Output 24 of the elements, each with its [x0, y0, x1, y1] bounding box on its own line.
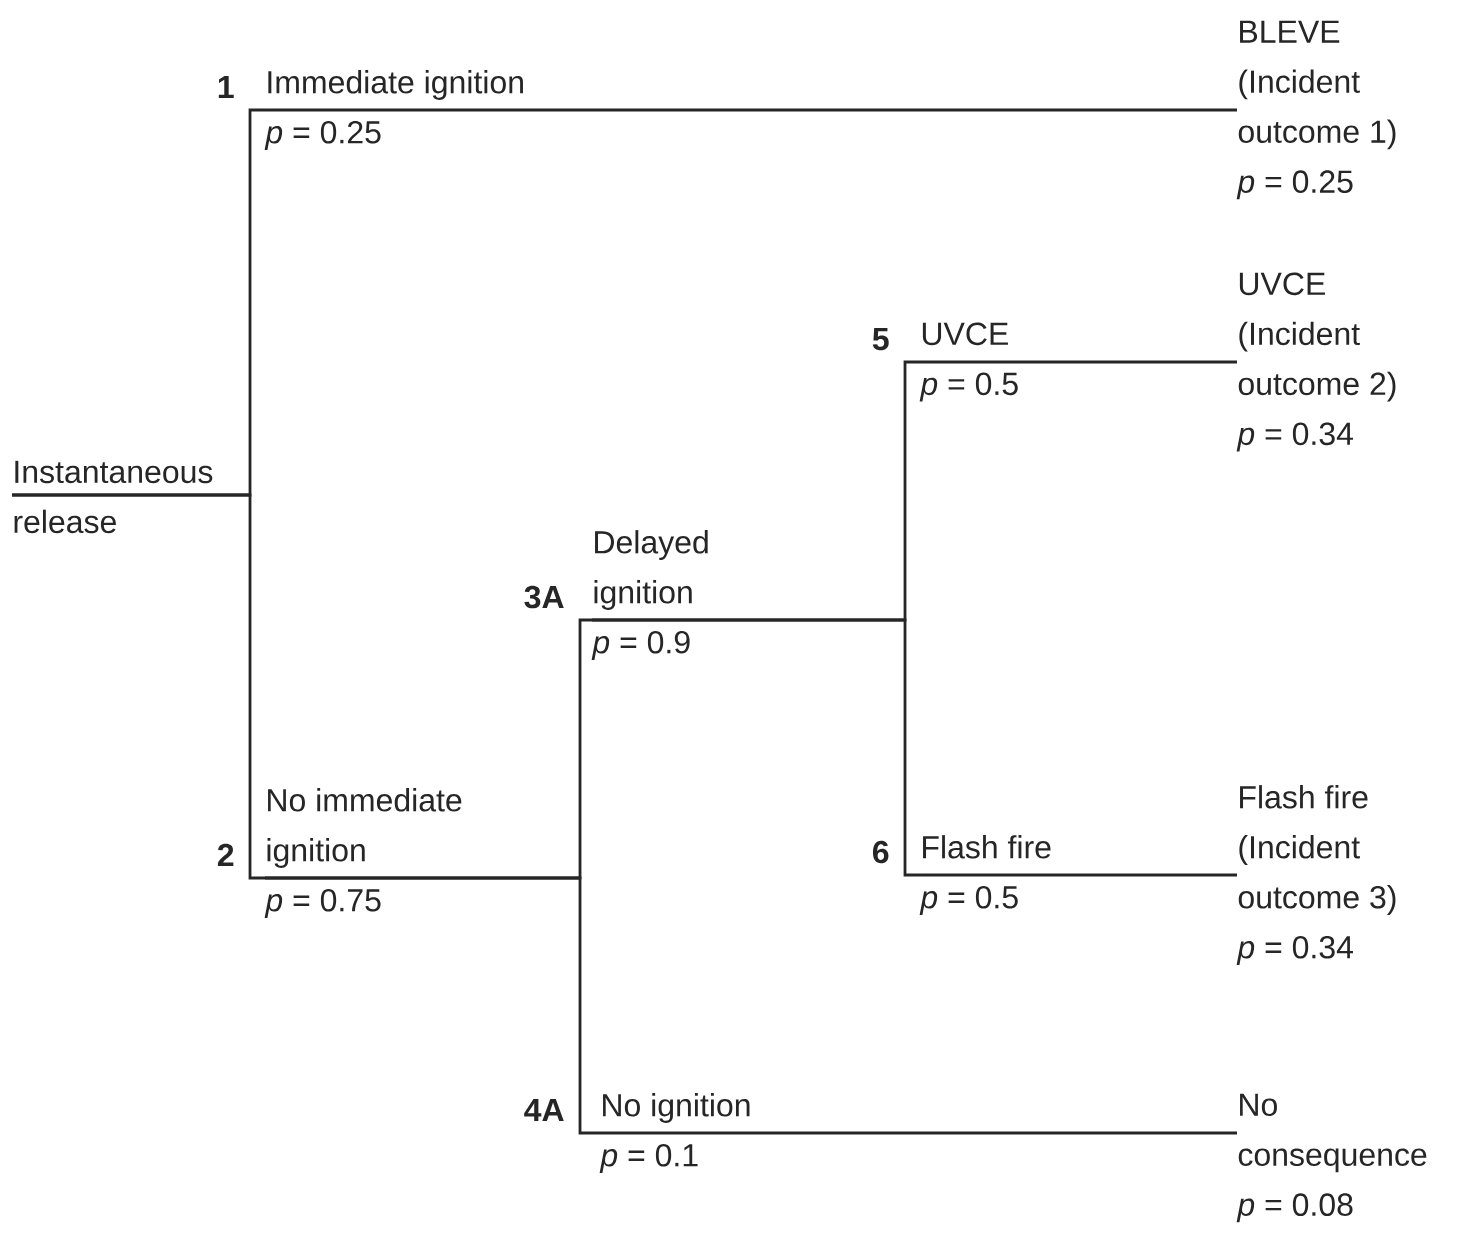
branch-label: Delayed ignition p = 0.9: [591, 530, 708, 660]
branch-label: No ignition p = 0.1: [599, 1093, 750, 1173]
tree-branch-line: [592, 618, 920, 877]
branch-label: Flash fire (Incident outcome 3) p = 0.34: [1236, 785, 1396, 965]
tree-branch-line: [265, 108, 1237, 112]
tree-branch-line: [12, 493, 265, 880]
branch-label: No immediate ignition p = 0.75: [264, 788, 462, 918]
tree-branch-line: [600, 1131, 1237, 1135]
branch-label: No consequence p = 0.08: [1236, 1093, 1427, 1223]
branch-number: 3A: [524, 585, 564, 609]
tree-branch-line: [920, 360, 1237, 364]
tree-branch-line: [920, 873, 1237, 877]
branch-label: Immediate ignition p = 0.25: [264, 70, 523, 150]
branch-label: Flash fire p = 0.5: [919, 835, 1051, 915]
branch-number: 2: [217, 843, 234, 866]
branch-number: 5: [872, 328, 889, 351]
branch-number: 4A: [524, 1099, 564, 1121]
branch-number: 6: [873, 840, 889, 864]
tree-branch-line: [265, 876, 600, 1135]
branch-number: 1: [218, 76, 234, 98]
branch-label: UVCE (Incident outcome 2) p = 0.34: [1236, 272, 1396, 452]
branch-label: UVCE p = 0.5: [919, 322, 1018, 402]
branch-label: BLEVE (Incident outcome 1) p = 0.25: [1236, 20, 1396, 200]
branch-label: Instantaneous release: [14, 460, 213, 534]
